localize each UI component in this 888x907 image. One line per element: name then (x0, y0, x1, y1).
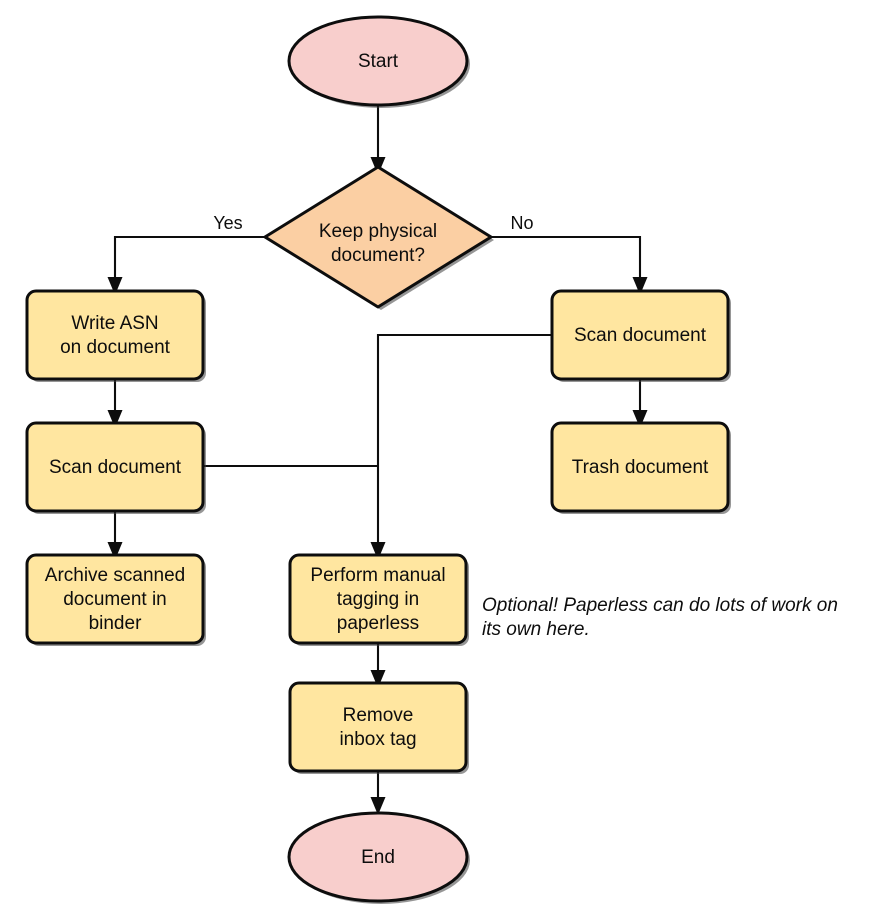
node-scan-document-right[interactable]: Scan document (550, 289, 731, 382)
node-scan-left-label: Scan document (49, 457, 182, 478)
edge-start-to-decision (370, 103, 386, 175)
process-box (288, 681, 468, 773)
node-trash-document[interactable]: Trash document (550, 421, 731, 514)
node-tagging-label-line1: Perform manual (310, 565, 445, 586)
edge-scanright-to-tagging (370, 333, 552, 560)
node-scan-document-left[interactable]: Scan document (25, 421, 206, 514)
edge-line (113, 235, 265, 283)
edge-decision-no (491, 235, 648, 295)
node-remove-inbox-label-line2: inbox tag (339, 729, 416, 750)
node-decision-label-line2: document? (331, 245, 425, 266)
node-archive-scanned-document[interactable]: Archive scanned document in binder (25, 553, 206, 646)
edges-layer (107, 103, 648, 815)
node-write-asn-label-line2: on document (60, 337, 171, 358)
node-remove-inbox-label-line1: Remove (343, 705, 414, 726)
edge-writeasn-to-scanleft (107, 379, 123, 428)
node-archive-label-line1: Archive scanned (45, 565, 185, 586)
node-remove-inbox-tag[interactable]: Remove inbox tag (288, 681, 469, 774)
node-scan-right-label: Scan document (574, 325, 707, 346)
edge-scanleft-to-archive (107, 511, 123, 560)
process-box (550, 289, 730, 381)
decision-diamond (263, 165, 493, 309)
arrowhead-icon (370, 797, 386, 815)
node-archive-label-line2: document in (63, 589, 167, 610)
edge-removeinbox-to-end (370, 771, 386, 815)
arrowhead-icon (107, 410, 123, 428)
arrowhead-icon (107, 542, 123, 560)
edge-scanright-to-trash (632, 379, 648, 428)
annotation-note: Optional! Paperless can do lots of work … (482, 595, 838, 640)
node-tagging-label-line3: paperless (337, 613, 419, 634)
edge-line (491, 235, 642, 283)
node-perform-manual-tagging[interactable]: Perform manual tagging in paperless (288, 553, 469, 646)
arrowhead-icon (632, 277, 648, 295)
arrowhead-icon (370, 542, 386, 560)
node-start-label: Start (358, 51, 399, 72)
arrowhead-icon (632, 410, 648, 428)
edge-label-no: No (510, 213, 533, 233)
arrowhead-icon (107, 277, 123, 295)
edge-line (376, 333, 552, 548)
annotation-line1: Optional! Paperless can do lots of work … (482, 595, 838, 616)
start-ellipse (287, 15, 469, 107)
arrowhead-icon (370, 670, 386, 688)
process-box (25, 553, 205, 645)
process-box (25, 421, 205, 513)
node-decision-label-line1: Keep physical (319, 221, 437, 242)
node-write-asn-on-document[interactable]: Write ASN on document (25, 289, 206, 382)
process-box (550, 421, 730, 513)
node-tagging-label-line2: tagging in (337, 589, 419, 610)
edge-tagging-to-removeinbox (370, 643, 386, 688)
node-decision-keep-physical-document[interactable]: Keep physical document? (263, 165, 494, 310)
annotation-line2: its own here. (482, 619, 590, 640)
node-start[interactable]: Start (287, 15, 470, 108)
node-trash-label: Trash document (572, 457, 709, 478)
node-write-asn-label-line1: Write ASN (71, 313, 158, 334)
end-ellipse (287, 811, 469, 903)
edge-decision-yes (107, 235, 265, 295)
edge-label-yes: Yes (213, 213, 242, 233)
process-box (25, 289, 205, 381)
node-archive-label-line3: binder (89, 613, 142, 634)
node-end-label: End (361, 847, 395, 868)
process-box (288, 553, 468, 645)
node-end[interactable]: End (287, 811, 470, 904)
